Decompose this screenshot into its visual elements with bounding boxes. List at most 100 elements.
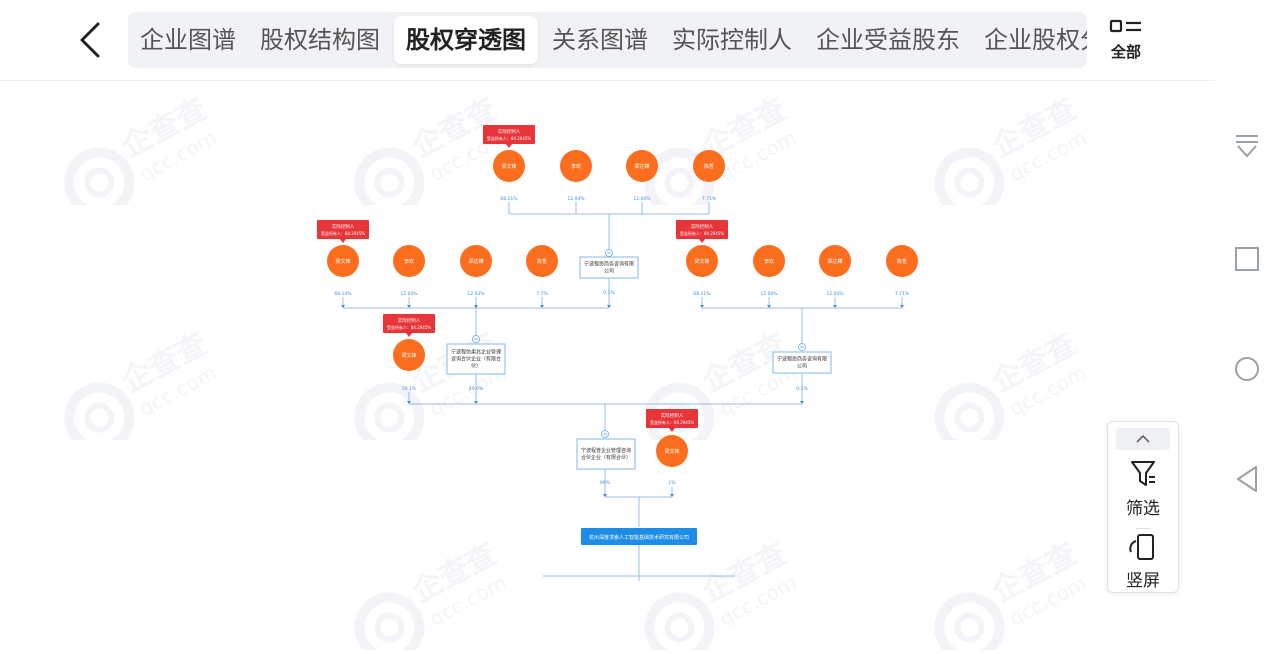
arrow-marker xyxy=(800,401,804,404)
company-node[interactable] xyxy=(579,256,639,279)
recent-apps-icon[interactable] xyxy=(1232,244,1262,274)
company-name: 伙） xyxy=(471,364,481,370)
tab-equity-structure[interactable]: 股权结构图 xyxy=(260,26,380,54)
controller-tag-title: 实际控制人 xyxy=(691,223,714,230)
filter-label: 筛选 xyxy=(1126,499,1160,519)
person-node[interactable] xyxy=(526,245,558,277)
person-node[interactable] xyxy=(493,150,525,182)
company-name: 公司 xyxy=(604,269,614,275)
share-percentage: 50.1% xyxy=(402,386,417,392)
person-name: 李欢 xyxy=(764,258,774,265)
share-percentage: 68.21% xyxy=(693,291,711,297)
company-node[interactable] xyxy=(446,343,506,375)
collapse-panel-button[interactable] xyxy=(1116,428,1170,450)
controller-tag-ratio: 受益所有人：84.2945% xyxy=(387,324,432,330)
filter-icon xyxy=(1131,461,1155,486)
equity-penetration-chart[interactable]: 实际控制人受益所有人：84.2945%梁文锋68.21%李欢12.04%郑达韡1… xyxy=(0,80,1215,581)
person-name: 郑达韡 xyxy=(827,258,842,265)
share-percentage: 68.21% xyxy=(500,196,518,202)
arrow-marker xyxy=(603,494,607,497)
person-name: 梁文锋 xyxy=(664,448,679,455)
share-percentage: 12.04% xyxy=(567,196,585,202)
nav-back-icon[interactable] xyxy=(1232,464,1262,494)
arrow-marker xyxy=(474,305,478,308)
company-node[interactable] xyxy=(576,438,636,470)
share-percentage: 7.71% xyxy=(702,196,717,202)
top-bar: 企业图谱股权结构图股权穿透图关系图谱实际控制人企业受益股东企业股权分布 全部 xyxy=(0,0,1215,81)
share-percentage: 0.1% xyxy=(796,386,808,392)
controller-tag-ratio: 受益所有人：84.2945% xyxy=(650,419,695,425)
share-percentage: 7.71% xyxy=(895,291,910,297)
person-name: 陈哲 xyxy=(704,163,714,170)
portrait-rotate-icon xyxy=(1129,534,1154,560)
tab-relationship-graph[interactable]: 关系图谱 xyxy=(552,26,648,54)
controller-tag-pointer xyxy=(506,144,512,148)
tab-equity-penetration[interactable]: 股权穿透图 xyxy=(394,16,538,64)
person-node[interactable] xyxy=(626,150,658,182)
back-button[interactable] xyxy=(72,18,108,62)
person-node[interactable] xyxy=(560,150,592,182)
person-node[interactable] xyxy=(686,245,718,277)
person-node[interactable] xyxy=(693,150,725,182)
person-node[interactable] xyxy=(393,339,425,371)
portrait-mode-label: 竖屏 xyxy=(1126,571,1160,591)
person-name: 梁文锋 xyxy=(401,352,416,359)
share-percentage: 12.03% xyxy=(400,291,418,297)
controller-tag-ratio: 受益所有人：84.2945% xyxy=(680,230,725,236)
person-name: 陈哲 xyxy=(537,258,547,265)
person-name: 郑达韡 xyxy=(634,163,649,170)
share-percentage: 12.04% xyxy=(760,291,778,297)
controller-tag-title: 实际控制人 xyxy=(661,412,684,419)
person-node[interactable] xyxy=(327,245,359,277)
company-name: 合伙企业（有限合伙） xyxy=(581,454,631,461)
tab-equity-distribution[interactable]: 企业股权分布 xyxy=(984,26,1087,54)
person-name: 李欢 xyxy=(571,163,581,170)
all-menu-label: 全部 xyxy=(1110,43,1141,61)
person-name: 郑达韡 xyxy=(468,258,483,265)
controller-tag-pointer xyxy=(669,428,675,432)
home-icon[interactable] xyxy=(1232,354,1262,384)
notification-pull-icon[interactable] xyxy=(1232,132,1262,162)
controller-tag xyxy=(646,409,698,428)
share-percentage: 0.1% xyxy=(603,290,615,296)
share-percentage: 7.7% xyxy=(536,291,548,297)
share-percentage: 1% xyxy=(668,480,676,486)
controller-tag-title: 实际控制人 xyxy=(398,317,421,324)
controller-tag xyxy=(317,220,369,239)
person-name: 梁文锋 xyxy=(501,163,516,170)
arrow-marker xyxy=(341,305,345,308)
all-menu-button[interactable]: 全部 xyxy=(1102,16,1150,64)
tab-enterprise-graph[interactable]: 企业图谱 xyxy=(140,26,236,54)
controller-tag-ratio: 受益所有人：84.2945% xyxy=(321,230,366,236)
person-node[interactable] xyxy=(460,245,492,277)
controller-tag-pointer xyxy=(406,333,412,337)
target-company-node[interactable] xyxy=(581,528,697,545)
person-node[interactable] xyxy=(886,245,918,277)
arrow-marker xyxy=(900,305,904,308)
company-name: 宁波程恩商务咨询有限 xyxy=(584,261,634,268)
person-node[interactable] xyxy=(393,245,425,277)
controller-tag-title: 实际控制人 xyxy=(332,223,355,230)
menu-grid-icon xyxy=(1109,19,1141,33)
arrow-marker xyxy=(540,305,544,308)
person-node[interactable] xyxy=(819,245,851,277)
tab-beneficial-owner[interactable]: 企业受益股东 xyxy=(816,26,960,54)
share-percentage: 49.9% xyxy=(469,386,484,392)
person-name: 陈哲 xyxy=(897,258,907,265)
arrow-marker xyxy=(833,305,837,308)
filter-button[interactable]: 筛选 xyxy=(1108,458,1178,519)
company-node[interactable] xyxy=(772,351,832,374)
tab-actual-controller[interactable]: 实际控制人 xyxy=(672,26,792,54)
share-percentage: 12.03% xyxy=(467,291,485,297)
arrow-marker xyxy=(607,305,611,308)
arrow-marker xyxy=(474,401,478,404)
person-node[interactable] xyxy=(753,245,785,277)
person-node[interactable] xyxy=(656,435,688,467)
chevron-left-icon xyxy=(80,22,100,58)
company-name: 宁波程普企业管理咨询 xyxy=(581,447,631,454)
person-name: 梁文锋 xyxy=(694,258,709,265)
portrait-mode-button[interactable]: 竖屏 xyxy=(1108,532,1178,591)
controller-tag-pointer xyxy=(340,239,346,243)
